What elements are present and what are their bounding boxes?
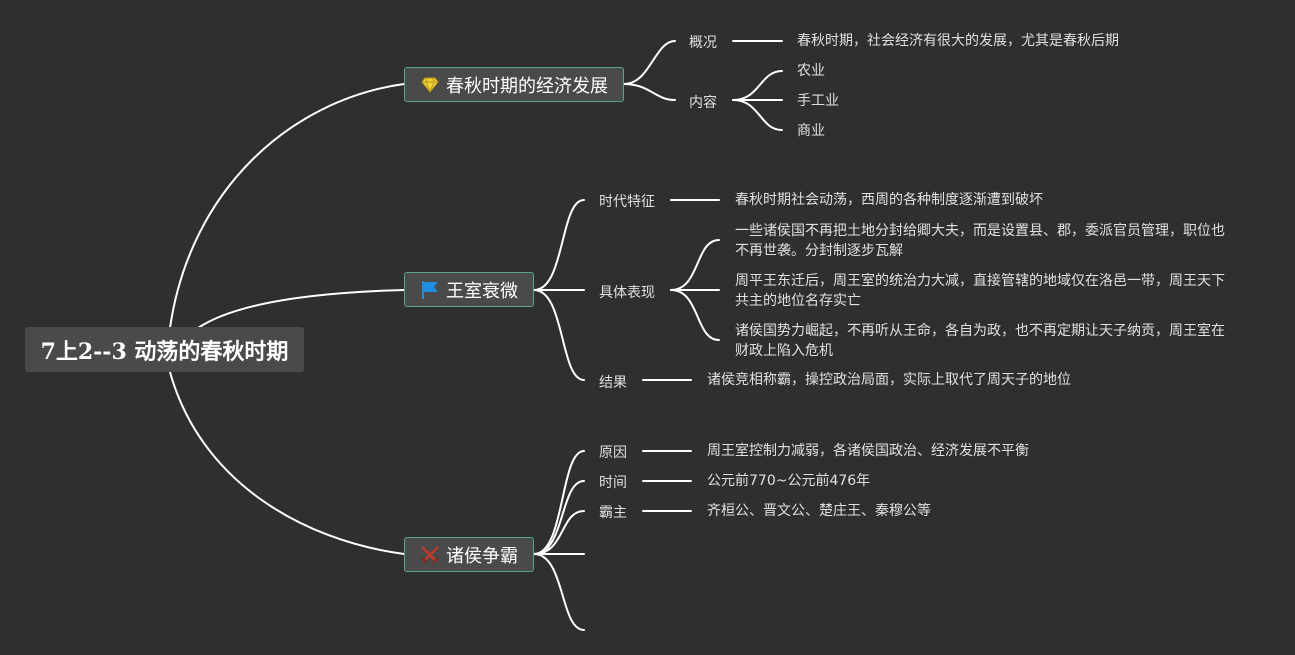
leaf-gaikuang[interactable]: 春秋时期，社会经济有很大的发展，尤其是春秋后期 <box>797 33 1119 49</box>
label-cause[interactable]: 原因 <box>599 445 627 461</box>
leaf-era[interactable]: 春秋时期社会动荡，西周的各种制度逐渐遭到破坏 <box>735 192 1043 208</box>
leaf-neirong-commerce[interactable]: 商业 <box>797 123 825 139</box>
leaf-detail-2[interactable]: 周平王东迁后，周王室的统治力大减，直接管辖的地域仅在洛邑一带，周王天下共主的地位… <box>735 273 1225 309</box>
leaf-time[interactable]: 公元前770~公元前476年 <box>707 473 871 489</box>
topic-economy[interactable]: 春秋时期的经济发展 <box>404 67 624 102</box>
topic-economy-title: 春秋时期的经济发展 <box>446 75 608 97</box>
leaf-neirong-handicraft[interactable]: 手工业 <box>797 93 839 109</box>
label-time[interactable]: 时间 <box>599 475 627 491</box>
topic-hegemony-title: 诸侯争霸 <box>446 545 518 567</box>
label-neirong[interactable]: 内容 <box>689 95 717 111</box>
label-detail[interactable]: 具体表现 <box>599 285 655 301</box>
diamond-icon <box>420 75 440 95</box>
label-era[interactable]: 时代特征 <box>599 194 655 210</box>
leaf-detail-3[interactable]: 诸侯国势力崛起，不再听从王命，各自为政，也不再定期让天子纳贡，周王室在财政上陷入… <box>735 323 1225 359</box>
flag-icon <box>420 280 440 300</box>
leaf-neirong-agriculture[interactable]: 农业 <box>797 63 825 79</box>
root-topic[interactable]: 7上2--3 动荡的春秋时期 <box>25 327 304 372</box>
root-title: 7上2--3 动荡的春秋时期 <box>40 338 289 365</box>
topic-hegemony[interactable]: 诸侯争霸 <box>404 537 534 572</box>
topic-royal-title: 王室衰微 <box>446 280 518 302</box>
crossed-swords-icon <box>420 545 440 565</box>
leaf-result[interactable]: 诸侯竞相称霸，操控政治局面，实际上取代了周天子的地位 <box>707 372 1071 388</box>
leaf-hegemons[interactable]: 齐桓公、晋文公、楚庄王、秦穆公等 <box>707 503 931 519</box>
label-gaikuang[interactable]: 概况 <box>689 35 717 51</box>
label-result[interactable]: 结果 <box>599 375 627 391</box>
topic-royal[interactable]: 王室衰微 <box>404 272 534 307</box>
leaf-detail-1[interactable]: 一些诸侯国不再把土地分封给卿大夫，而是设置县、郡，委派官员管理，职位也不再世袭。… <box>735 223 1225 259</box>
leaf-cause[interactable]: 周王室控制力减弱，各诸侯国政治、经济发展不平衡 <box>707 443 1029 459</box>
label-hegemons[interactable]: 霸主 <box>599 505 627 521</box>
